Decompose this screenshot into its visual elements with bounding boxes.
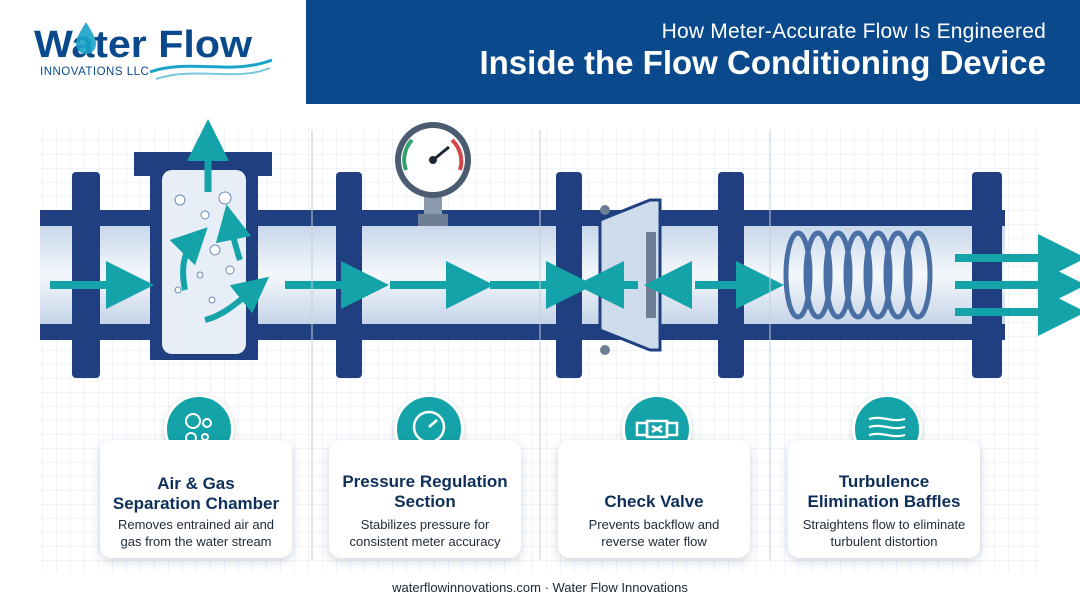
footer: waterflowinnovations.com · Water Flow In…: [392, 580, 688, 595]
section-dividers: [311, 130, 771, 560]
pressure-gauge: [395, 122, 471, 226]
header-banner: How Meter-Accurate Flow Is Engineered In…: [306, 0, 1080, 104]
header-subtitle: How Meter-Accurate Flow Is Engineered: [661, 20, 1046, 43]
logo-company: INNOVATIONS LLC: [40, 66, 149, 78]
wave-mark-2: [155, 67, 271, 80]
wave-mark: [149, 58, 273, 74]
logo-graphic: Water Flow INNOVATIONS LLC: [34, 22, 273, 80]
logo-name: Water Flow: [34, 24, 252, 66]
turbulence-baffles: [783, 230, 933, 320]
logo: Water Flow INNOVATIONS LLC: [0, 0, 306, 104]
card-title: Check Valve: [604, 492, 704, 511]
air-chamber: [134, 119, 272, 360]
pipe-flanges: [72, 172, 1002, 378]
header-title: Inside the Flow Conditioning Device: [479, 44, 1046, 81]
water-drop-icon: [76, 22, 96, 54]
check-valve: [598, 198, 662, 355]
flow-arrows: [50, 234, 1080, 336]
